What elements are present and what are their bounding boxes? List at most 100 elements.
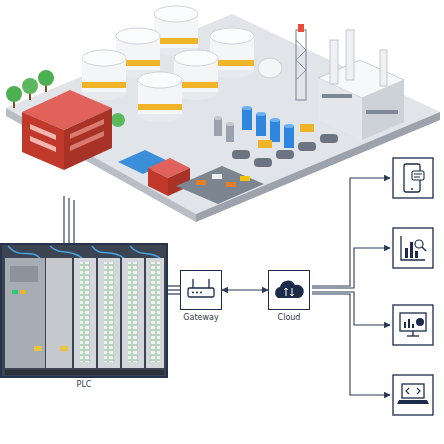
laptop-icon [402,384,424,398]
router-icon [200,292,202,294]
cloud-icon [290,288,294,296]
process-plant [296,40,306,50]
analytics-icon [422,247,426,251]
laptop-icon [393,375,433,415]
fanout-arrow [312,178,390,286]
parking-lot [212,174,222,179]
dashboard-icon [416,318,424,326]
dashboard-icon [393,305,433,345]
mobile-app-icon [414,174,422,175]
tree [6,86,22,102]
blue-vessel [270,120,280,142]
blue-vessel [226,122,234,126]
plc-hardware [5,370,164,375]
plc-hardware [128,262,138,362]
bus-wire [168,285,180,286]
storage-tank [138,72,182,122]
plc-hardware [12,290,18,294]
field-wire [68,198,69,243]
process-plant [366,110,398,114]
node-label: PLC [77,380,92,390]
router-icon [208,279,209,288]
machinery [254,158,272,167]
process-plant [258,58,282,78]
process-plant [318,78,362,140]
plc-hardware [60,346,68,351]
plc-box: PLC [0,243,168,378]
plc-hardware [1,244,167,377]
laptop-icon [406,388,420,394]
cloud-icon [275,281,304,298]
tree [111,113,125,127]
storage-tank [210,28,254,44]
node-label: Cloud [278,313,301,323]
storage-tank [82,82,126,88]
process-plant [296,60,306,70]
mobile-app-icon [393,158,433,198]
blue-vessel [242,106,252,110]
process-plant [362,80,404,140]
field-wire [63,196,64,243]
office-building [64,108,112,170]
process-plant [346,30,354,80]
plc-hardware [146,258,164,368]
mobile-app-icon [411,188,413,190]
plc-hardware [74,258,96,368]
blue-vessel [284,126,294,148]
factory-platform [6,108,196,222]
cloud-icon [284,288,288,296]
plc-hardware [46,258,72,368]
storage-tank [174,50,218,66]
analytics-icon [415,251,418,258]
storage-tank [138,104,182,110]
fanout-arrow [312,292,390,325]
process-plant [296,50,306,60]
dashboard-icon [404,322,406,328]
dashboard-icon [407,335,419,336]
router-icon [192,279,193,288]
office-building [22,90,112,170]
blue-vessel [214,106,294,148]
analytics-icon [405,248,408,258]
storage-tank [138,72,182,88]
laptop-icon [393,375,433,415]
small-building [148,158,190,196]
router-icon [192,292,194,294]
blue-vessel [214,118,222,136]
process-plant [296,30,306,100]
storage-tank [116,28,160,44]
analytics-icon [393,228,433,268]
parking-lot [226,182,236,187]
field-wire [73,200,74,243]
storage-tank [82,6,254,122]
mobile-app-icon [393,158,433,198]
cloud-box: Cloud [268,270,310,310]
machinery [320,134,338,143]
plc-hardware [20,290,26,294]
parking-lot [196,180,206,185]
office-building [30,124,56,140]
bus-wire [168,293,180,294]
machinery [300,124,314,132]
storage-tank [154,38,198,44]
machinery [298,142,316,151]
mobile-app-icon [412,171,424,180]
plc-hardware [34,346,42,351]
process-plant [322,94,352,98]
plc-hardware [150,262,160,362]
process-plant [330,40,338,84]
analytics-icon [393,228,433,268]
dashboard-icon [412,331,413,336]
connector [168,289,180,290]
office-building [22,112,64,170]
analytics-icon [415,240,423,248]
dashboard-icon [408,319,410,328]
plc-hardware [98,258,120,368]
process-plant [298,24,304,32]
plc-hardware [80,262,90,362]
blue-vessel [256,112,266,116]
dashboard-icon [412,324,414,328]
plc-hardware [1,244,167,377]
process-plant [380,50,387,86]
